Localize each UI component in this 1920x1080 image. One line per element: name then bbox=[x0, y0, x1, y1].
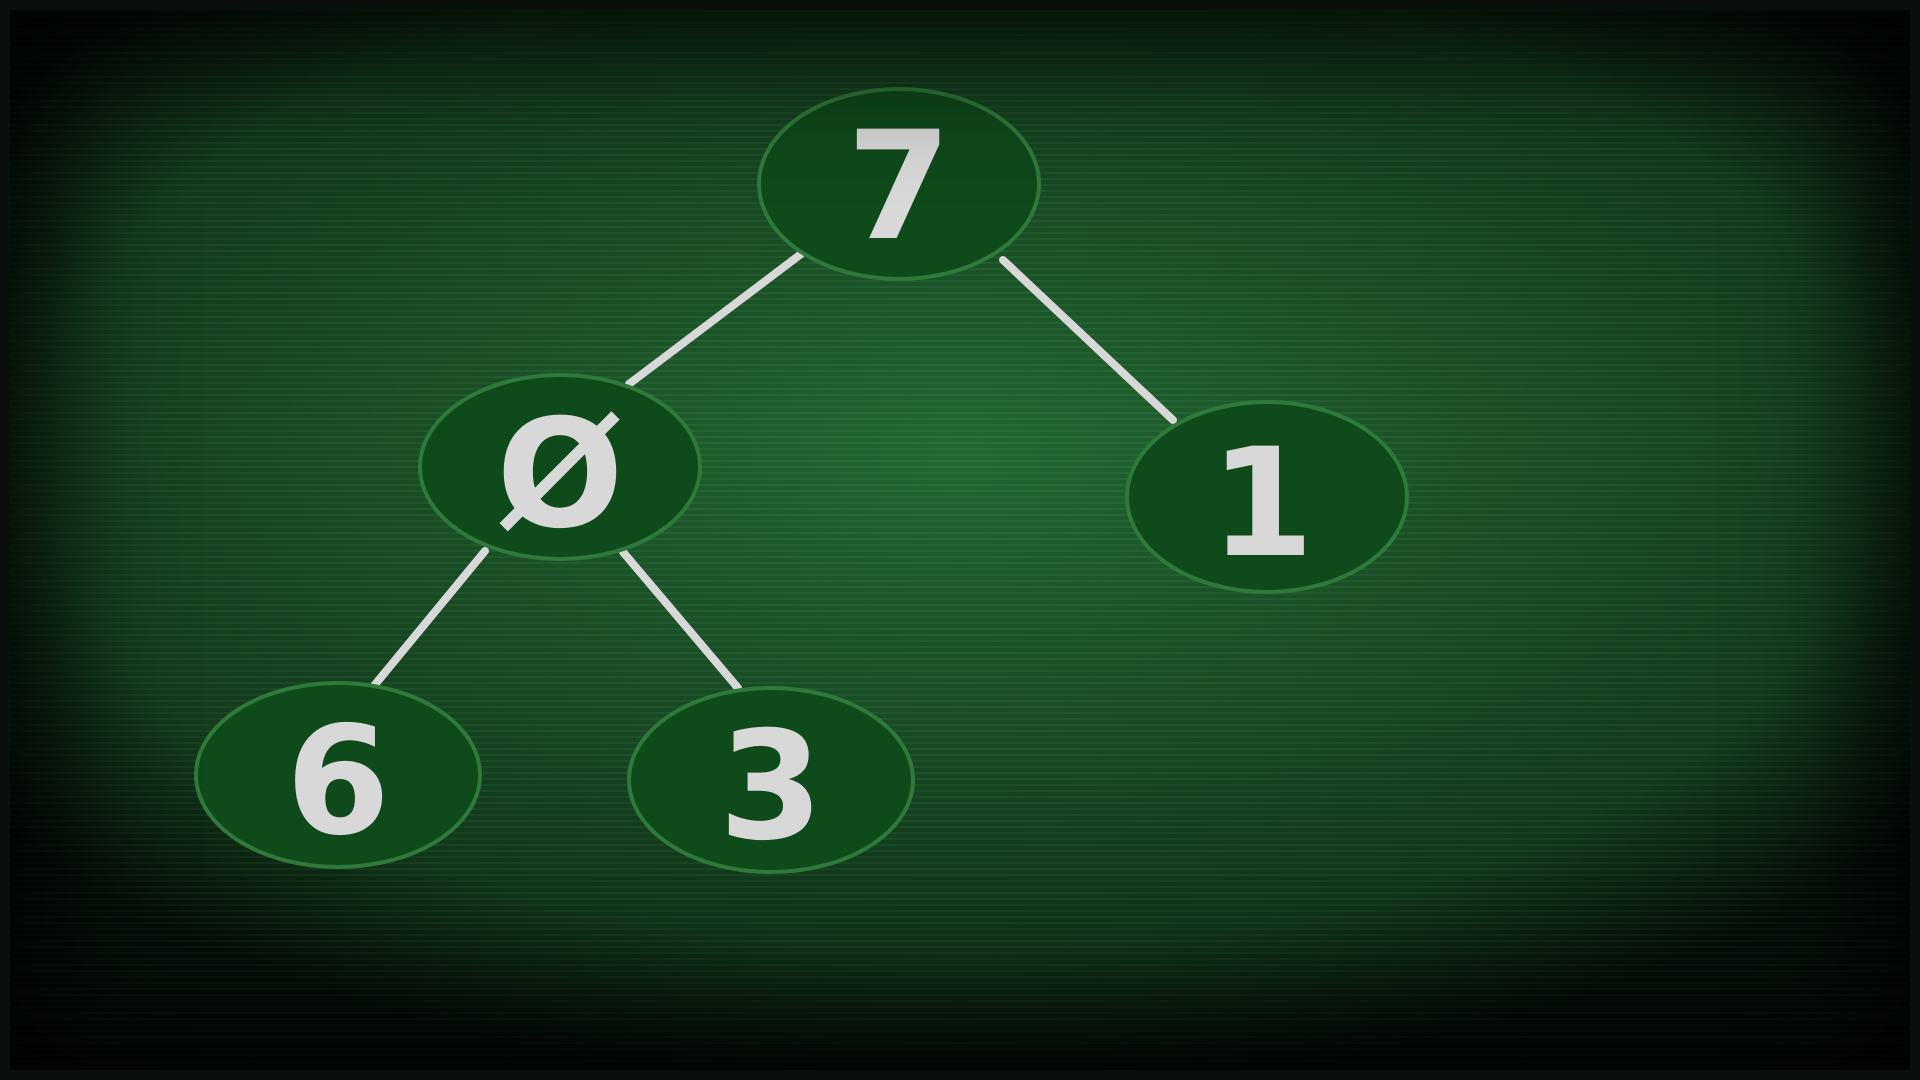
node-label: 1 bbox=[1210, 417, 1314, 591]
node-circle bbox=[627, 686, 915, 874]
node-circle bbox=[757, 87, 1041, 281]
node-circle bbox=[418, 373, 702, 561]
edge-7-to-1 bbox=[999, 256, 1177, 424]
chalkboard: 7 Ø 1 6 3 bbox=[10, 10, 1910, 1070]
node-circle bbox=[1125, 400, 1409, 594]
edge-7-to-0 bbox=[625, 250, 805, 388]
tree-node-7: 7 bbox=[757, 87, 1041, 281]
edge-0-to-3 bbox=[619, 548, 742, 692]
node-label: Ø bbox=[496, 388, 624, 562]
tree-node-1: 1 bbox=[1125, 400, 1409, 594]
node-label: 3 bbox=[719, 700, 823, 874]
node-label: 6 bbox=[286, 695, 390, 869]
tree-edges bbox=[369, 250, 1177, 692]
node-circle bbox=[194, 681, 482, 869]
tree-node-3: 3 bbox=[627, 686, 915, 874]
node-label: 7 bbox=[847, 100, 951, 274]
edge-0-to-6 bbox=[369, 547, 489, 691]
tree-node-6: 6 bbox=[194, 681, 482, 869]
binary-tree-diagram: 7 Ø 1 6 3 bbox=[194, 87, 1409, 874]
tree-node-0: Ø bbox=[418, 373, 702, 562]
